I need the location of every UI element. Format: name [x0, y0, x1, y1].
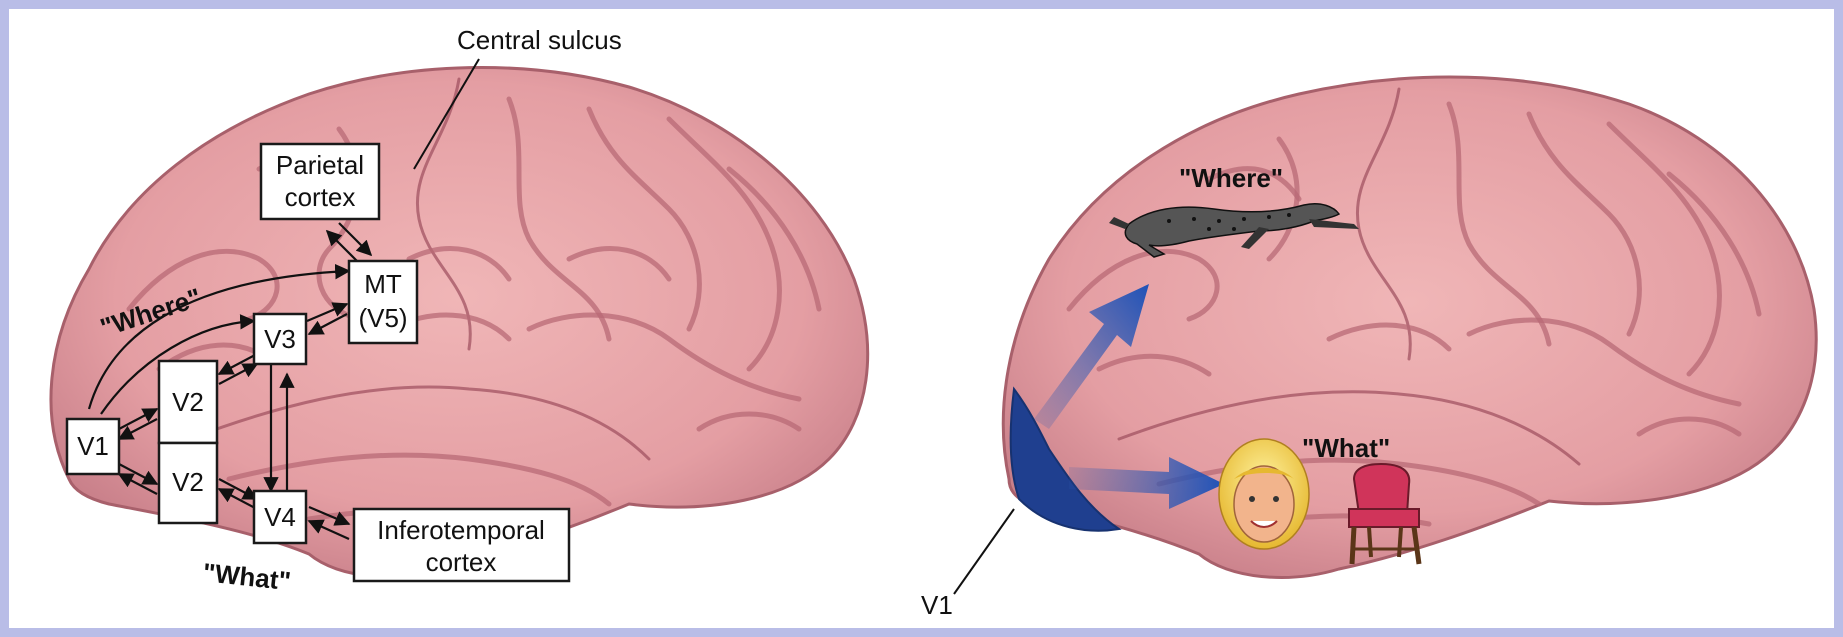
v1-label: V1	[77, 431, 109, 461]
what-stream-label: "What"	[201, 557, 292, 596]
v1-pointer	[954, 509, 1014, 594]
v2-upper-box: V2	[159, 361, 217, 443]
v1-label-right: V1	[921, 590, 953, 620]
v4-label: V4	[264, 502, 296, 532]
mt-label-line2: (V5)	[358, 303, 407, 333]
mt-v5-box: MT (V5)	[349, 261, 417, 343]
central-sulcus-label: Central sulcus	[457, 25, 622, 55]
what-stream-label-right: "What"	[1302, 433, 1390, 463]
parietal-label-line2: cortex	[285, 182, 356, 212]
parietal-label-line1: Parietal	[276, 150, 364, 180]
face-icon	[1219, 439, 1309, 549]
inferotemporal-label-line2: cortex	[426, 547, 497, 577]
parietal-cortex-box: Parietal cortex	[261, 144, 379, 219]
v4-box: V4	[254, 491, 306, 543]
mt-label-line1: MT	[364, 269, 402, 299]
v3-box: V3	[254, 314, 306, 364]
v3-label: V3	[264, 324, 296, 354]
visual-pathways-diagram: Central sulcus "Where" "What"	[9, 9, 1843, 637]
where-stream-label-right: "Where"	[1179, 163, 1283, 193]
v2-upper-label: V2	[172, 387, 204, 417]
v2-lower-label: V2	[172, 467, 204, 497]
v1-box: V1	[67, 419, 119, 474]
inferotemporal-label-line1: Inferotemporal	[377, 515, 545, 545]
inferotemporal-cortex-box: Inferotemporal cortex	[354, 509, 569, 581]
v2-lower-box: V2	[159, 443, 217, 523]
chair-icon	[1349, 464, 1419, 564]
